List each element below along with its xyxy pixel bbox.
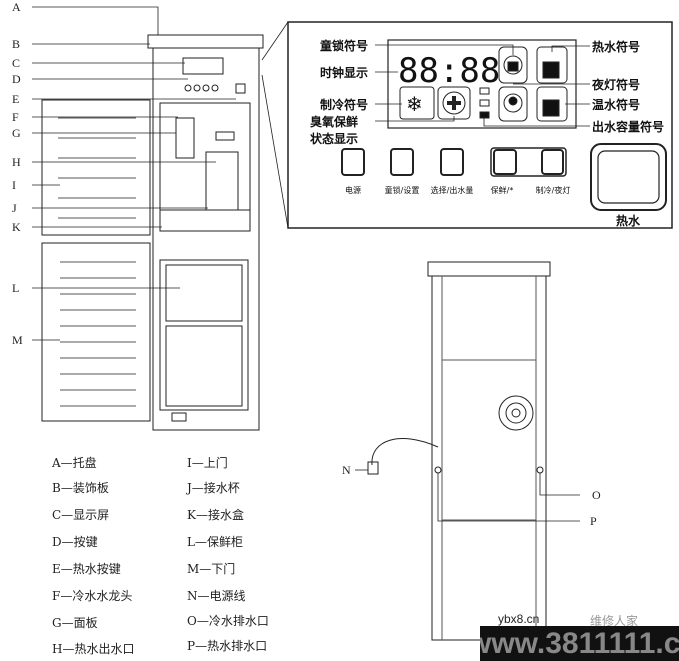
callout-J: J xyxy=(12,201,17,215)
callout-D: D xyxy=(12,72,21,86)
cooling-label: 制冷符号 xyxy=(320,97,368,112)
legend-item: K—接水盒 xyxy=(187,508,244,522)
child-lock-settings-button[interactable] xyxy=(390,148,414,176)
svg-text:❄: ❄ xyxy=(406,92,423,116)
cold-faucet xyxy=(175,117,195,159)
back-view: N O P xyxy=(342,261,601,641)
display-screen xyxy=(182,57,224,75)
hot-water-key xyxy=(235,83,246,94)
watermark-site1-name: 维修人家 xyxy=(590,614,639,628)
night-light-symbol xyxy=(498,86,528,122)
callout-E: E xyxy=(12,92,19,106)
legend-item: F—冷水水龙头 xyxy=(52,589,133,603)
legend-item: A—托盘 xyxy=(52,456,97,470)
legend-item: M—下门 xyxy=(187,562,236,576)
lower-door xyxy=(41,242,151,422)
panel-recess xyxy=(159,102,251,232)
ozone-label-1: 臭氧保鲜 xyxy=(310,114,358,129)
legend-item: H—热水出水口 xyxy=(52,642,135,656)
watermark-site1: ybx8.cn xyxy=(498,612,540,626)
volume-label: 出水容量符号 xyxy=(592,119,664,134)
power-cord xyxy=(371,438,439,466)
callout-A: A xyxy=(12,0,21,14)
hot-water-symbol-label: 热水符号 xyxy=(592,39,640,54)
hot-water-button-label: 热水 xyxy=(616,213,641,228)
callout-P: P xyxy=(590,514,597,528)
legend-item: B—装饰板 xyxy=(52,481,109,495)
callout-O: O xyxy=(592,488,601,502)
fan xyxy=(498,395,534,431)
legend-item: O—冷水排水口 xyxy=(187,614,269,628)
callout-F: F xyxy=(12,110,19,124)
hot-outlet xyxy=(215,131,235,141)
power-button[interactable] xyxy=(341,148,365,176)
back-body xyxy=(431,275,547,641)
keys xyxy=(184,83,246,94)
tray xyxy=(147,34,264,49)
hot-water-button[interactable] xyxy=(590,143,667,211)
back-top xyxy=(427,261,551,277)
child-lock-settings-label: 童锁/设置 xyxy=(385,185,420,195)
callout-I: I xyxy=(12,178,16,192)
callout-L: L xyxy=(12,281,19,295)
cool-nightlight-button[interactable] xyxy=(541,149,564,175)
control-panel-detail: 88:88 ❄ 童锁符号 时钟显示 制冷符号 臭氧保鲜 状态显示 热 xyxy=(261,21,673,229)
fresh-label: 保鲜/* xyxy=(491,185,514,195)
cooling-symbol xyxy=(399,86,435,120)
legend-item: E—热水按键 xyxy=(52,562,121,576)
warm-water-label: 温水符号 xyxy=(592,97,640,112)
power-plug xyxy=(367,461,379,475)
select-volume-label: 选择/出水量 xyxy=(431,185,474,195)
callout-G: G xyxy=(12,126,21,140)
cold-drain xyxy=(536,466,544,474)
fresh-cabinet xyxy=(159,259,249,422)
drip-box xyxy=(159,209,251,232)
night-light-label: 夜灯符号 xyxy=(591,77,640,92)
legend-item: G—面板 xyxy=(52,616,98,630)
callout-K: K xyxy=(12,220,21,234)
legend-item: I—上门 xyxy=(187,456,228,470)
callout-N: N xyxy=(342,463,351,477)
legend-item: J—接水杯 xyxy=(187,481,240,495)
water-cup xyxy=(205,151,239,211)
watermark-site2: www.3811111.com xyxy=(480,626,679,661)
legend-item: D—按键 xyxy=(52,535,98,549)
hot-drain xyxy=(434,466,442,474)
front-view: A B C D E F G H I J K L M xyxy=(12,0,264,431)
clock-label: 时钟显示 xyxy=(320,65,368,80)
callout-H: H xyxy=(12,155,21,169)
child-lock-label: 童锁符号 xyxy=(320,38,368,53)
power-button-label: 电源 xyxy=(345,185,361,195)
legend-item: C—显示屏 xyxy=(52,508,110,522)
callout-lines xyxy=(32,6,236,341)
volume-symbols xyxy=(479,87,490,119)
fresh-button[interactable] xyxy=(493,149,517,175)
cabinet-body xyxy=(152,47,260,431)
cool-nightlight-label: 制冷/夜灯 xyxy=(536,185,571,195)
select-volume-button[interactable] xyxy=(440,148,464,176)
upper-door xyxy=(41,99,151,236)
legend-item: P—热水排水口 xyxy=(187,639,268,653)
callout-C: C xyxy=(12,56,20,70)
callout-B: B xyxy=(12,37,20,51)
callout-M: M xyxy=(12,333,23,347)
clock-display: 88:88 xyxy=(398,51,500,91)
ozone-label-2: 状态显示 xyxy=(310,131,358,146)
legend-item: N—电源线 xyxy=(187,589,246,603)
legend-item: L—保鲜柜 xyxy=(187,535,243,549)
